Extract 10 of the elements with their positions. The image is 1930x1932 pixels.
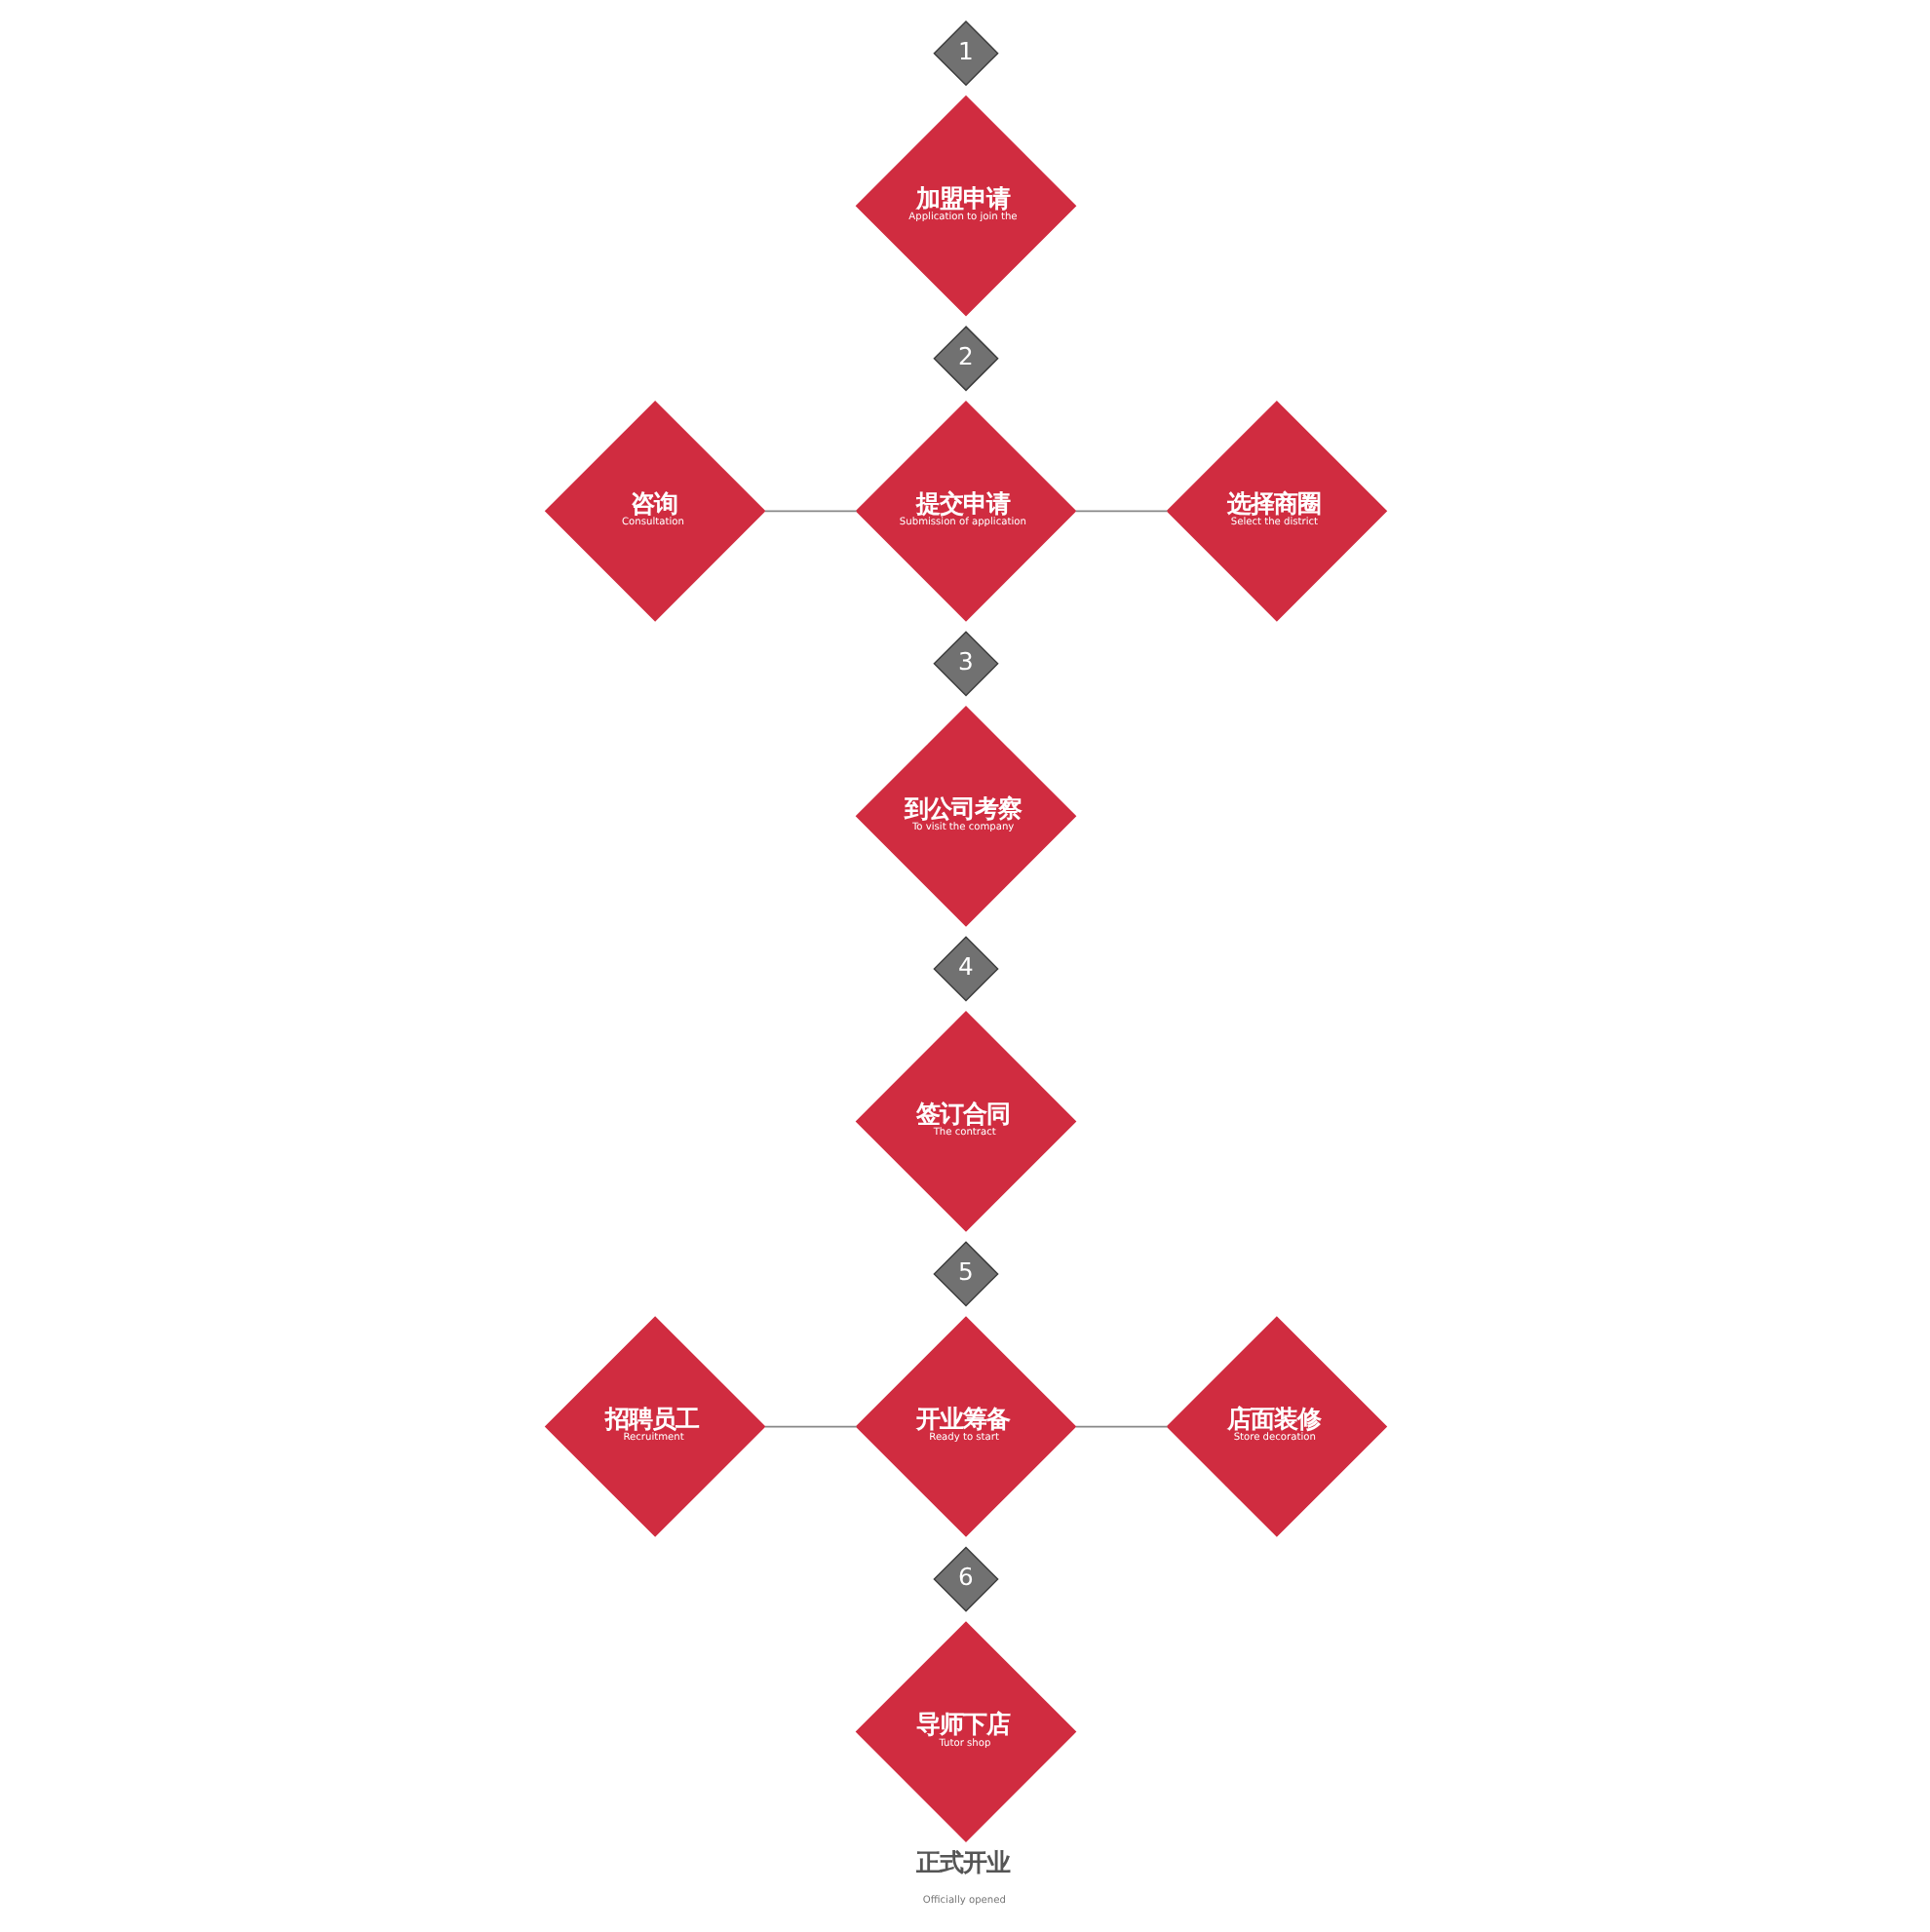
connector xyxy=(763,1425,857,1428)
node-diamond: 3 xyxy=(932,631,998,697)
node-diamond: 5 xyxy=(932,1241,998,1307)
connector xyxy=(1073,1425,1168,1428)
connector xyxy=(763,510,857,513)
node-diamond: 2 xyxy=(932,326,998,392)
node-diamond: 1 xyxy=(932,20,998,87)
node-diamond: 6 xyxy=(932,1546,998,1612)
node-diamond: 4 xyxy=(932,936,998,1002)
connector xyxy=(1073,510,1168,513)
